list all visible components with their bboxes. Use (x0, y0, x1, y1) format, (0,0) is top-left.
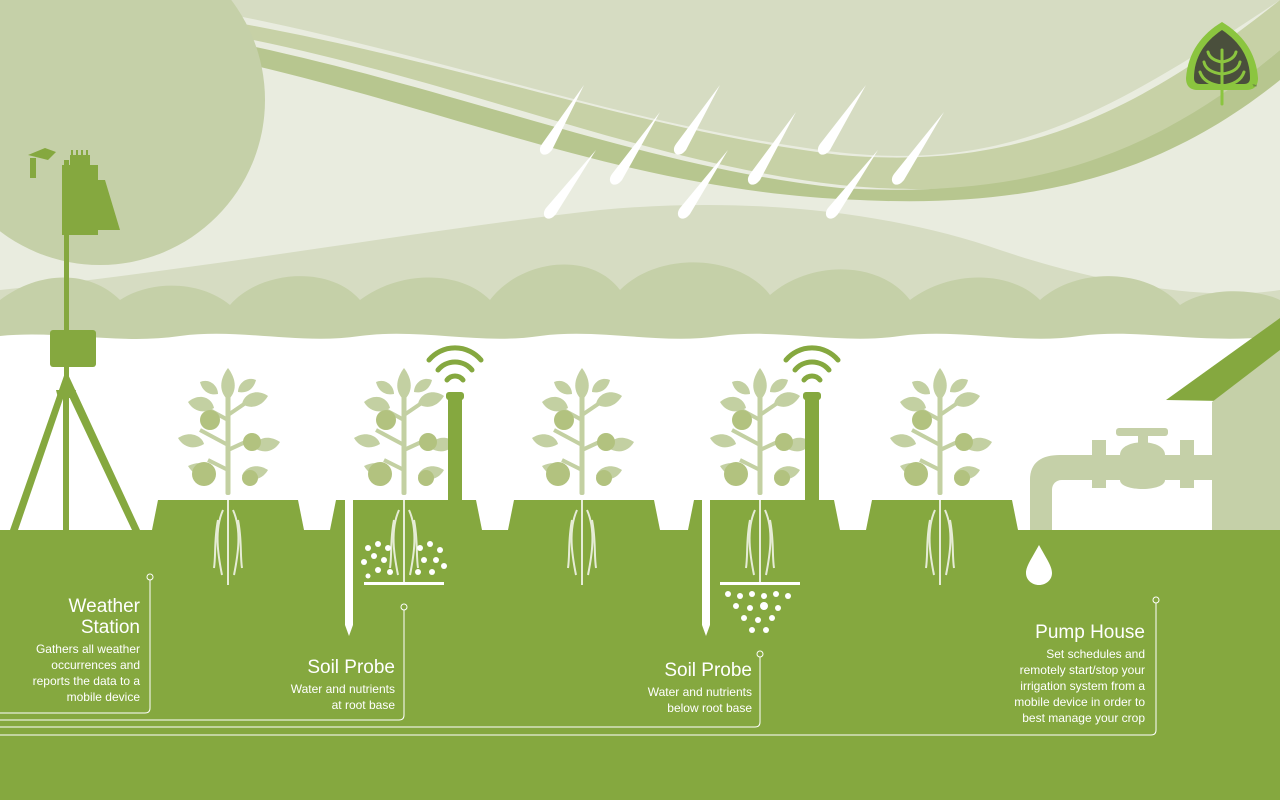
callout-desc-line: Water and nutrients (290, 682, 395, 696)
brand-logo-icon (1186, 22, 1258, 106)
callout-description: Gathers all weather occurrences and repo… (0, 641, 140, 705)
soil-beds (152, 500, 1018, 530)
pump-pipe-icon (1030, 428, 1212, 530)
pump-house-callout: Pump House Set schedules and remotely st… (950, 622, 1145, 726)
callout-desc-line: below root base (667, 701, 752, 715)
callout-title-line: Weather (68, 596, 140, 617)
weather-station-icon (10, 148, 140, 530)
callout-desc-line: at root base (331, 698, 395, 712)
callout-desc-line: best manage your crop (1022, 711, 1145, 725)
callout-title: Weather Station (0, 596, 140, 638)
water-drop-icon (1026, 545, 1052, 585)
rain-drops (539, 85, 944, 219)
callout-desc-line: Gathers all weather (35, 642, 140, 656)
callout-desc-line: remotely start/stop your (1019, 663, 1145, 677)
callout-title: Soil Probe (307, 657, 395, 678)
trademark-symbol: ™ (1252, 84, 1257, 90)
pump-house-icon (1166, 318, 1280, 530)
callout-desc-line: occurrences and (51, 658, 140, 672)
callout-title: Pump House (1035, 622, 1145, 643)
callout-desc-line: mobile device (66, 690, 140, 704)
callout-title-line: Station (80, 617, 140, 638)
callout-desc-line: mobile device in order to (1014, 695, 1145, 709)
weather-station-callout: Weather Station Gathers all weather occu… (0, 596, 140, 705)
soil-probe-root-base-callout: Soil Probe Water and nutrients at root b… (200, 657, 395, 713)
soil-probe-icon (702, 348, 838, 636)
callout-connectors (0, 573, 1160, 736)
callout-description: Water and nutrients below root base (552, 684, 752, 716)
callout-desc-line: irrigation system from a (1020, 679, 1145, 693)
callout-desc-line: Set schedules and (1046, 647, 1145, 661)
soil-probe-below-root-callout: Soil Probe Water and nutrients below roo… (552, 660, 752, 716)
callout-desc-line: Water and nutrients (647, 685, 752, 699)
callout-title: Soil Probe (664, 660, 752, 681)
soil-probe-icon (345, 348, 481, 636)
callout-description: Set schedules and remotely start/stop yo… (950, 646, 1145, 726)
callout-desc-line: reports the data to a (32, 674, 140, 688)
callout-description: Water and nutrients at root base (200, 681, 395, 713)
